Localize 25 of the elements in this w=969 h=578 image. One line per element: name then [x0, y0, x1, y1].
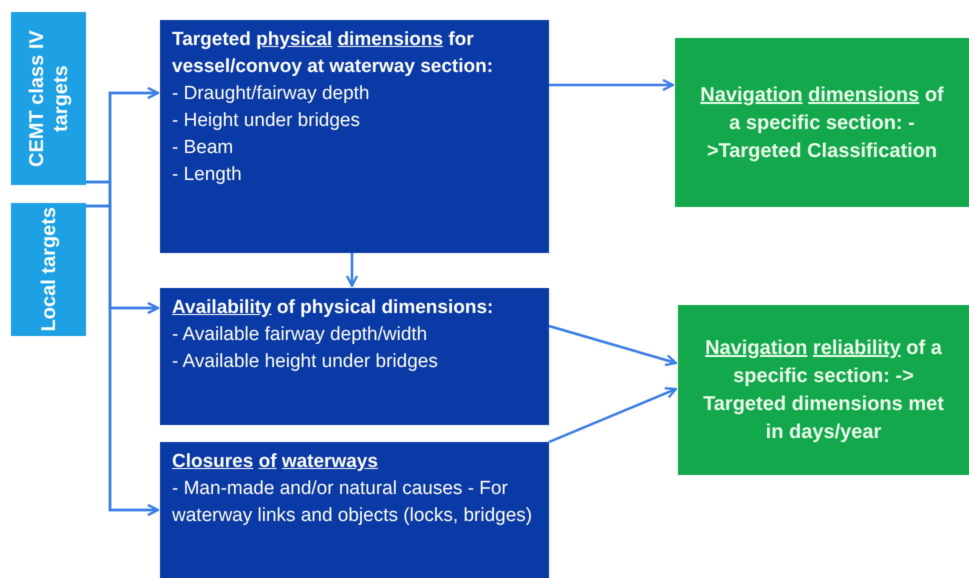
list-item: - Height under bridges [172, 109, 361, 133]
result-text: Navigation reliability of a specific section: -> Targeted dimensions met in days/year [702, 336, 945, 445]
target-label: CEMT class IV targets [24, 29, 72, 169]
list-item: - Man-made and/or natural causes - For waterway links and objects (locks, bridges) [172, 477, 534, 528]
list-item: - Beam [172, 136, 234, 160]
arrow [346, 253, 358, 288]
list-item: - Available fairway depth/width [172, 323, 428, 347]
result-box [675, 38, 969, 207]
process-box [160, 20, 549, 253]
arrow [548, 387, 678, 444]
target-box [11, 203, 86, 336]
list-item: - Length [172, 163, 243, 187]
result-box [678, 305, 969, 475]
list-item: - Available height under bridges [172, 350, 439, 374]
box-heading: Targeted physical dimensions for vessel/convoy at waterway section: [172, 28, 494, 79]
target-box [11, 12, 86, 185]
target-label: Local targets [36, 207, 60, 332]
box-heading: Availability of physical dimensions: [172, 296, 494, 320]
box-heading: Closures of waterways [172, 450, 379, 474]
result-text: Navigation dimensions of a specific section: ->Targeted Classification [699, 82, 945, 164]
process-box [160, 442, 549, 578]
process-box [160, 288, 549, 425]
arrow [549, 78, 674, 92]
list-item: - Draught/fairway depth [172, 82, 370, 106]
arrow [548, 324, 678, 366]
